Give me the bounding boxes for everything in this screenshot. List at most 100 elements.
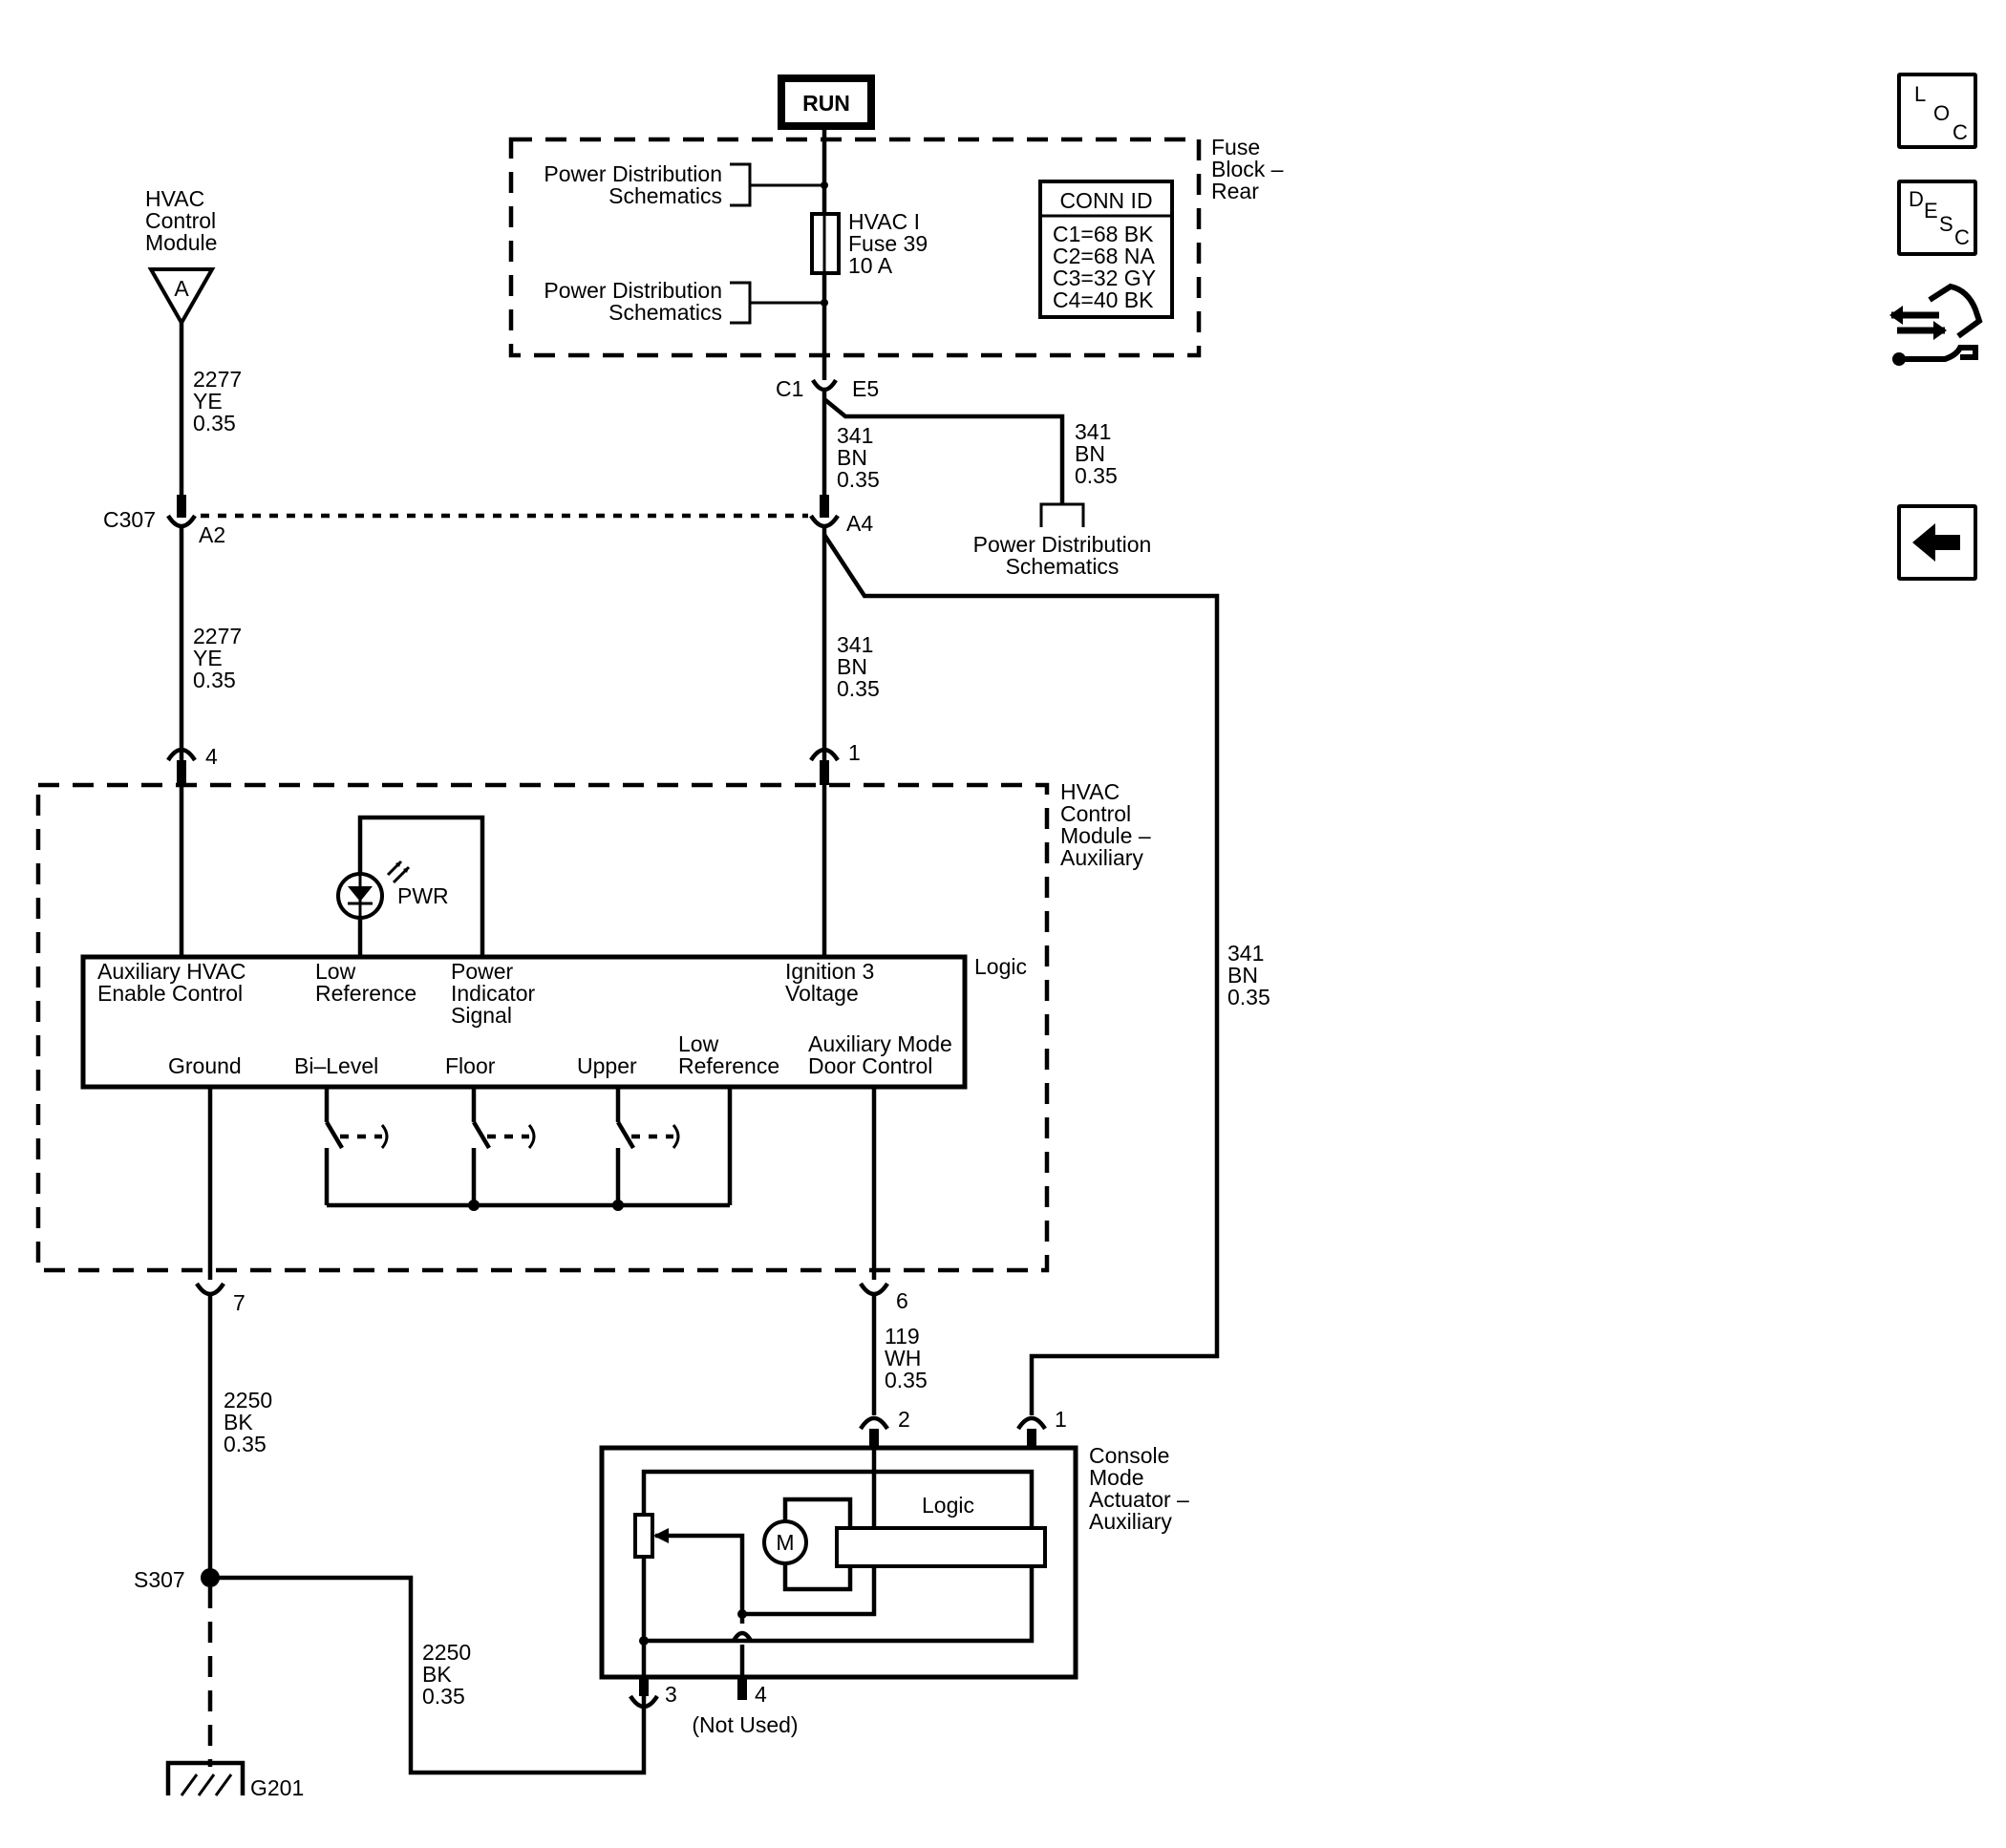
svg-text:Indicator: Indicator bbox=[451, 981, 536, 1006]
svg-text:0.35: 0.35 bbox=[193, 668, 236, 692]
svg-text:2250: 2250 bbox=[422, 1640, 471, 1665]
svg-text:2250: 2250 bbox=[224, 1388, 272, 1413]
svg-text:A4: A4 bbox=[846, 511, 873, 536]
aux-pin-7: 7 bbox=[195, 1282, 245, 1315]
svg-text:Schematics: Schematics bbox=[608, 183, 722, 208]
svg-text:C1: C1 bbox=[776, 376, 803, 401]
svg-text:Ignition 3: Ignition 3 bbox=[785, 959, 874, 984]
svg-text:Auxiliary HVAC: Auxiliary HVAC bbox=[97, 959, 246, 984]
svg-text:C307: C307 bbox=[103, 507, 156, 532]
aux-logic-box bbox=[80, 954, 968, 1090]
svg-text:Power: Power bbox=[451, 959, 514, 984]
wire-341-b-label: 341 BN 0.35 bbox=[837, 632, 880, 701]
svg-text:C4=40 BK: C4=40 BK bbox=[1053, 287, 1154, 312]
svg-text:1: 1 bbox=[848, 740, 861, 765]
svg-text:Low: Low bbox=[678, 1031, 719, 1056]
svg-text:10 A: 10 A bbox=[848, 253, 893, 278]
svg-text:Floor: Floor bbox=[445, 1053, 496, 1078]
back-button[interactable] bbox=[1897, 504, 1977, 581]
svg-text:341: 341 bbox=[837, 423, 873, 448]
wire-119-label: 119 WH 0.35 bbox=[885, 1324, 928, 1392]
connector-tools-icon[interactable] bbox=[1888, 281, 1983, 372]
svg-text:BK: BK bbox=[224, 1410, 253, 1434]
svg-text:Bi–Level: Bi–Level bbox=[294, 1053, 378, 1078]
svg-text:Upper: Upper bbox=[577, 1053, 637, 1078]
svg-text:C3=32 GY: C3=32 GY bbox=[1053, 266, 1156, 290]
svg-text:HVAC: HVAC bbox=[1060, 779, 1120, 804]
power-dist-ref-bottom: Power Distribution Schematics bbox=[544, 278, 828, 325]
svg-text:HVAC: HVAC bbox=[145, 186, 204, 211]
run-label: RUN bbox=[802, 91, 850, 116]
svg-text:HVAC I: HVAC I bbox=[848, 209, 920, 234]
svg-text:C1=68 BK: C1=68 BK bbox=[1053, 222, 1154, 246]
svg-text:2277: 2277 bbox=[193, 624, 242, 648]
motor-symbol: M bbox=[776, 1530, 794, 1555]
actuator-title: Console Mode Actuator – Auxiliary bbox=[1089, 1443, 1189, 1534]
svg-text:341: 341 bbox=[1075, 419, 1111, 444]
conn-id-table: CONN ID C1=68 BK C2=68 NA C3=32 GY C4=40… bbox=[1038, 180, 1174, 319]
svg-text:341: 341 bbox=[1227, 941, 1264, 966]
svg-text:Mode: Mode bbox=[1089, 1465, 1144, 1490]
svg-text:Module: Module bbox=[145, 230, 217, 255]
svg-text:Reference: Reference bbox=[315, 981, 416, 1006]
wire-2277-top-label: 2277 YE 0.35 bbox=[193, 367, 242, 435]
svg-text:YE: YE bbox=[193, 389, 223, 414]
svg-text:Rear: Rear bbox=[1211, 179, 1259, 203]
svg-text:Actuator –: Actuator – bbox=[1089, 1487, 1189, 1512]
svg-text:Control: Control bbox=[145, 208, 216, 233]
svg-text:Signal: Signal bbox=[451, 1003, 512, 1028]
pwr-indicator-led: PWR bbox=[336, 815, 485, 957]
svg-text:C2=68 NA: C2=68 NA bbox=[1053, 244, 1155, 268]
fuse-block-title: Fuse Block – Rear bbox=[1211, 135, 1284, 203]
svg-text:Door Control: Door Control bbox=[808, 1053, 932, 1078]
svg-text:0.35: 0.35 bbox=[193, 411, 236, 435]
aux-module-title: HVAC Control Module – Auxiliary bbox=[1060, 779, 1151, 870]
aux-bottom-labels: Ground Bi–Level Floor Upper Low Referenc… bbox=[168, 1031, 952, 1078]
fuse-label: HVAC I Fuse 39 10 A bbox=[848, 209, 928, 278]
svg-text:6: 6 bbox=[896, 1288, 908, 1313]
svg-text:Module –: Module – bbox=[1060, 823, 1151, 848]
actuator-pin-2: 2 bbox=[859, 1407, 910, 1448]
svg-text:Fuse 39: Fuse 39 bbox=[848, 231, 928, 256]
back-arrow-icon bbox=[1912, 523, 1960, 562]
svg-text:BN: BN bbox=[1075, 441, 1105, 466]
wire-341-a-label: 341 BN 0.35 bbox=[837, 423, 880, 492]
wire-2277-mid-label: 2277 YE 0.35 bbox=[193, 624, 242, 692]
module-symbol-a: A bbox=[174, 276, 189, 301]
svg-text:Console: Console bbox=[1089, 1443, 1169, 1468]
aux-logic-label: Logic bbox=[974, 954, 1027, 979]
svg-text:Power Distribution: Power Distribution bbox=[973, 532, 1152, 557]
svg-text:Fuse: Fuse bbox=[1211, 135, 1260, 159]
svg-text:119: 119 bbox=[885, 1324, 920, 1349]
svg-text:341: 341 bbox=[837, 632, 873, 657]
fuse-39 bbox=[810, 212, 841, 275]
connector-c307: C307 A2 A4 bbox=[103, 495, 873, 547]
wire-341-branch-label: 341 BN 0.35 bbox=[1075, 419, 1118, 488]
loc-button[interactable]: L O C bbox=[1897, 73, 1977, 149]
not-used-label: (Not Used) bbox=[692, 1712, 798, 1737]
svg-text:0.35: 0.35 bbox=[422, 1684, 465, 1709]
svg-text:1: 1 bbox=[1055, 1407, 1067, 1432]
svg-text:Schematics: Schematics bbox=[1006, 554, 1120, 579]
svg-text:2: 2 bbox=[898, 1407, 910, 1432]
desc-button[interactable]: D E S C bbox=[1897, 180, 1977, 256]
svg-text:4: 4 bbox=[755, 1682, 767, 1707]
power-dist-ref-top: Power Distribution Schematics bbox=[544, 161, 828, 208]
svg-text:WH: WH bbox=[885, 1346, 921, 1370]
svg-text:G201: G201 bbox=[250, 1775, 304, 1800]
svg-text:0.35: 0.35 bbox=[1075, 463, 1118, 488]
svg-text:CONN ID: CONN ID bbox=[1059, 188, 1152, 213]
svg-text:Ground: Ground bbox=[168, 1053, 242, 1078]
svg-text:S307: S307 bbox=[134, 1567, 185, 1592]
aux-top-labels: Auxiliary HVAC Enable Control Low Refere… bbox=[97, 959, 874, 1028]
svg-text:A2: A2 bbox=[199, 522, 225, 547]
svg-text:BN: BN bbox=[837, 654, 867, 679]
svg-text:3: 3 bbox=[665, 1682, 677, 1707]
svg-text:Control: Control bbox=[1060, 801, 1131, 826]
svg-text:Power Distribution: Power Distribution bbox=[544, 278, 722, 303]
wire-341-right-label: 341 BN 0.35 bbox=[1227, 941, 1270, 1009]
svg-text:BN: BN bbox=[1227, 963, 1258, 988]
run-source: RUN bbox=[778, 74, 875, 130]
power-dist-ref-branch: Power Distribution Schematics bbox=[973, 502, 1152, 579]
